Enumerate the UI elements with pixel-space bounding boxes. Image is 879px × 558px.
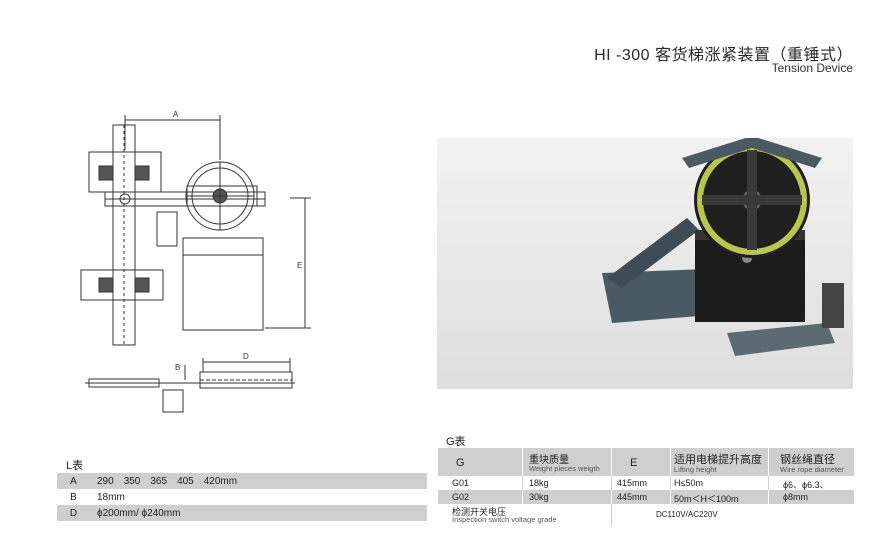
g-row-g02: G02 30kg 445mm 50m＜H＜100m ϕ8mm [438, 490, 854, 504]
g-footer-value: DC110V/AC220V [656, 510, 718, 519]
g-header-lift-en: Lifting height [674, 465, 717, 474]
g-header-e: E [630, 457, 638, 469]
g-header-weight-cn: 重块质量 [529, 455, 569, 466]
g-cell-rope: ϕ6、ϕ6.3、 [783, 480, 829, 490]
l-row-key: D [69, 507, 78, 519]
l-table: A 290 350 365 405 420mm B 18mm D ϕ200mm/… [57, 473, 427, 521]
weight-box [182, 237, 264, 331]
page-title: HI -300 客货梯涨紧装置（重锤式） [594, 47, 853, 64]
drawing-svg: A E D B [80, 110, 311, 413]
g-header-lift-cn: 适用电梯提升高度 [674, 454, 762, 466]
l-value: 365 [150, 475, 168, 487]
l-row-d: D ϕ200mm/ ϕ240mm [57, 505, 427, 521]
g-cell-lift: H≤50m [674, 478, 703, 488]
g-cell-g: G01 [452, 478, 470, 488]
l-value: 405 [177, 475, 194, 487]
g-header-rope-cn: 钢丝绳直径 [780, 454, 835, 466]
g-cell-lift: 50m＜H＜100m [674, 494, 739, 504]
l-value: 290 [97, 475, 114, 487]
l-row-key: A [70, 475, 77, 487]
g-row-footer: 检测开关电压 Inspection switch voltage grade D… [438, 504, 854, 526]
label-a: A [173, 110, 179, 119]
g-cell-g: G02 [452, 492, 470, 502]
lower-plate [727, 323, 835, 356]
g-row-g01: G01 18kg 415mm H≤50m ϕ6、ϕ6.3、 [438, 476, 854, 490]
technical-drawing: A E D B [75, 100, 320, 420]
l-row-key: B [70, 491, 77, 503]
g-footer-label-en: Inspection switch voltage grade [452, 515, 557, 524]
g-table-header: G 重块质量 Weight pieces weigth E 适用电梯提升高度 L… [438, 448, 854, 476]
label-b: B [175, 363, 180, 372]
g-cell-e: 415mm [617, 478, 648, 488]
g-cell-weight: 30kg [529, 492, 549, 502]
g-table: G 重块质量 Weight pieces weigth E 适用电梯提升高度 L… [438, 448, 854, 526]
plan-switch [162, 389, 184, 413]
photo-svg [437, 136, 853, 389]
g-header-rope-en: Wire rope diameter [780, 465, 844, 474]
l-row-a: A 290 350 365 405 420mm [57, 473, 427, 489]
g-cell-e: 445mm [617, 492, 648, 502]
g-header-g: G [456, 457, 465, 469]
switch [822, 283, 844, 328]
lower-bracket [80, 269, 164, 301]
g-table-caption: G表 [446, 436, 466, 448]
g-header-weight-en: Weight pieces weigth [529, 464, 600, 473]
l-value: 350 [123, 475, 141, 487]
g-footer-label-cn: 检测开关电压 [452, 507, 507, 517]
label-e: E [297, 261, 302, 270]
g-cell-rope: ϕ8mm [783, 492, 809, 502]
l-value: ϕ200mm/ ϕ240mm [97, 507, 181, 519]
label-d: D [243, 352, 249, 361]
product-photo [437, 136, 853, 389]
l-value: 420mm [203, 475, 238, 487]
g-cell-weight: 18kg [529, 478, 549, 488]
l-table-caption: L表 [66, 460, 84, 472]
l-row-b: B 18mm [57, 489, 427, 505]
page-subtitle: Tension Device [771, 61, 853, 75]
l-value: 18mm [97, 491, 125, 503]
